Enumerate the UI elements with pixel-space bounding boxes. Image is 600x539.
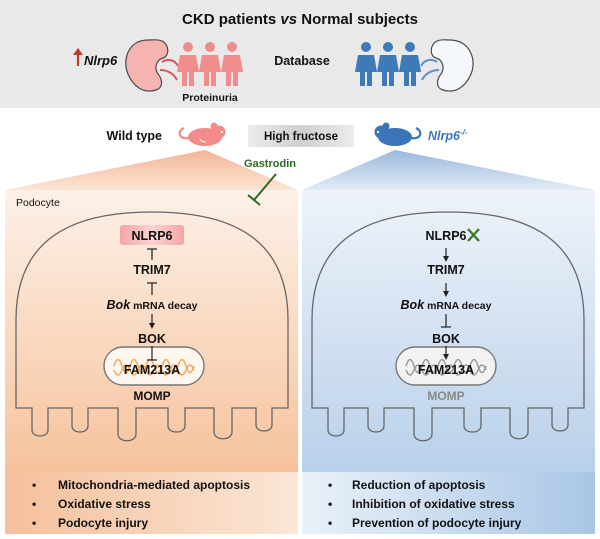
wild-type-label: Wild type (107, 129, 162, 143)
mouse-icon (178, 122, 226, 146)
inhibition-icon (441, 314, 451, 328)
nlrp6-highlight (120, 225, 184, 245)
inhibition-icon (147, 346, 157, 361)
proteinuria-label: Proteinuria (182, 92, 238, 104)
left-trim7: TRIM7 (133, 263, 171, 277)
right-cone (302, 150, 595, 190)
inhibition-icon (147, 248, 157, 260)
arrow-icon (149, 314, 155, 329)
condition-label: High fructose (264, 131, 338, 143)
right-outcome-item: Reduction of apoptosis (352, 478, 486, 492)
left-bok: BOK (138, 332, 166, 346)
right-nlrp6: NLRP6 (426, 229, 467, 243)
mitochondrion-icon (103, 346, 205, 386)
left-cone (5, 150, 298, 190)
bullet: • (32, 478, 36, 492)
left-podocyte-cell (15, 211, 289, 442)
gene-label: Nlrp6 (84, 53, 118, 68)
left-outcome-strip (5, 472, 298, 534)
right-fam213a: FAM213A (418, 363, 474, 377)
left-fam213a: FAM213A (124, 363, 180, 377)
right-trim7: TRIM7 (427, 263, 465, 277)
cross-icon (467, 228, 480, 242)
inhibition-icon (147, 282, 157, 295)
right-podocyte-cell (311, 211, 585, 442)
left-outcome-item: Oxidative stress (58, 497, 151, 511)
right-outcome-item: Prevention of podocyte injury (352, 516, 522, 530)
person-icon (399, 42, 421, 86)
condition-box (248, 125, 354, 147)
arrow-icon (443, 283, 449, 297)
left-outcome-item: Podocyte injury (58, 516, 148, 530)
kidney-icon (125, 39, 179, 92)
right-bok: BOK (432, 332, 460, 346)
drug-label: Gastrodin (244, 158, 296, 170)
arrow-icon (443, 248, 449, 262)
person-icon-group-blue (355, 42, 421, 86)
person-icon (177, 42, 199, 86)
knockout-label: Nlrp6-/- (428, 128, 468, 143)
person-icon (199, 42, 221, 86)
person-icon (221, 42, 243, 86)
bullet: • (32, 516, 36, 530)
bullet: • (328, 497, 332, 511)
bullet: • (328, 516, 332, 530)
cell-type-label: Podocyte (16, 197, 60, 209)
header-title: CKD patients vs Normal subjects (182, 11, 418, 28)
right-outcome-list: • Reduction of apoptosis • Inhibition of… (328, 478, 522, 530)
right-outcome-item: Inhibition of oxidative stress (352, 497, 515, 511)
left-bok-decay: Bok mRNA decay (107, 298, 198, 312)
person-icon (377, 42, 399, 86)
kidney-icon (420, 39, 474, 92)
bullet: • (328, 478, 332, 492)
up-arrow-icon (73, 48, 83, 66)
inhibition-icon (247, 173, 277, 206)
left-momp: MOMP (133, 389, 170, 403)
left-nlrp6: NLRP6 (132, 229, 173, 243)
bullet: • (32, 497, 36, 511)
database-label: Database (274, 54, 330, 68)
right-outcome-strip (302, 472, 595, 534)
person-icon (355, 42, 377, 86)
left-outcome-item: Mitochondria-mediated apoptosis (58, 478, 250, 492)
right-momp: MOMP (427, 389, 464, 403)
left-outcome-list: • Mitochondria-mediated apoptosis • Oxid… (32, 478, 250, 530)
header-band (0, 0, 600, 108)
person-icon-group-pink (177, 42, 243, 86)
right-panel (302, 190, 595, 472)
mouse-icon (374, 122, 422, 146)
arrow-icon (443, 346, 449, 360)
right-bok-decay: Bok mRNA decay (401, 298, 492, 312)
